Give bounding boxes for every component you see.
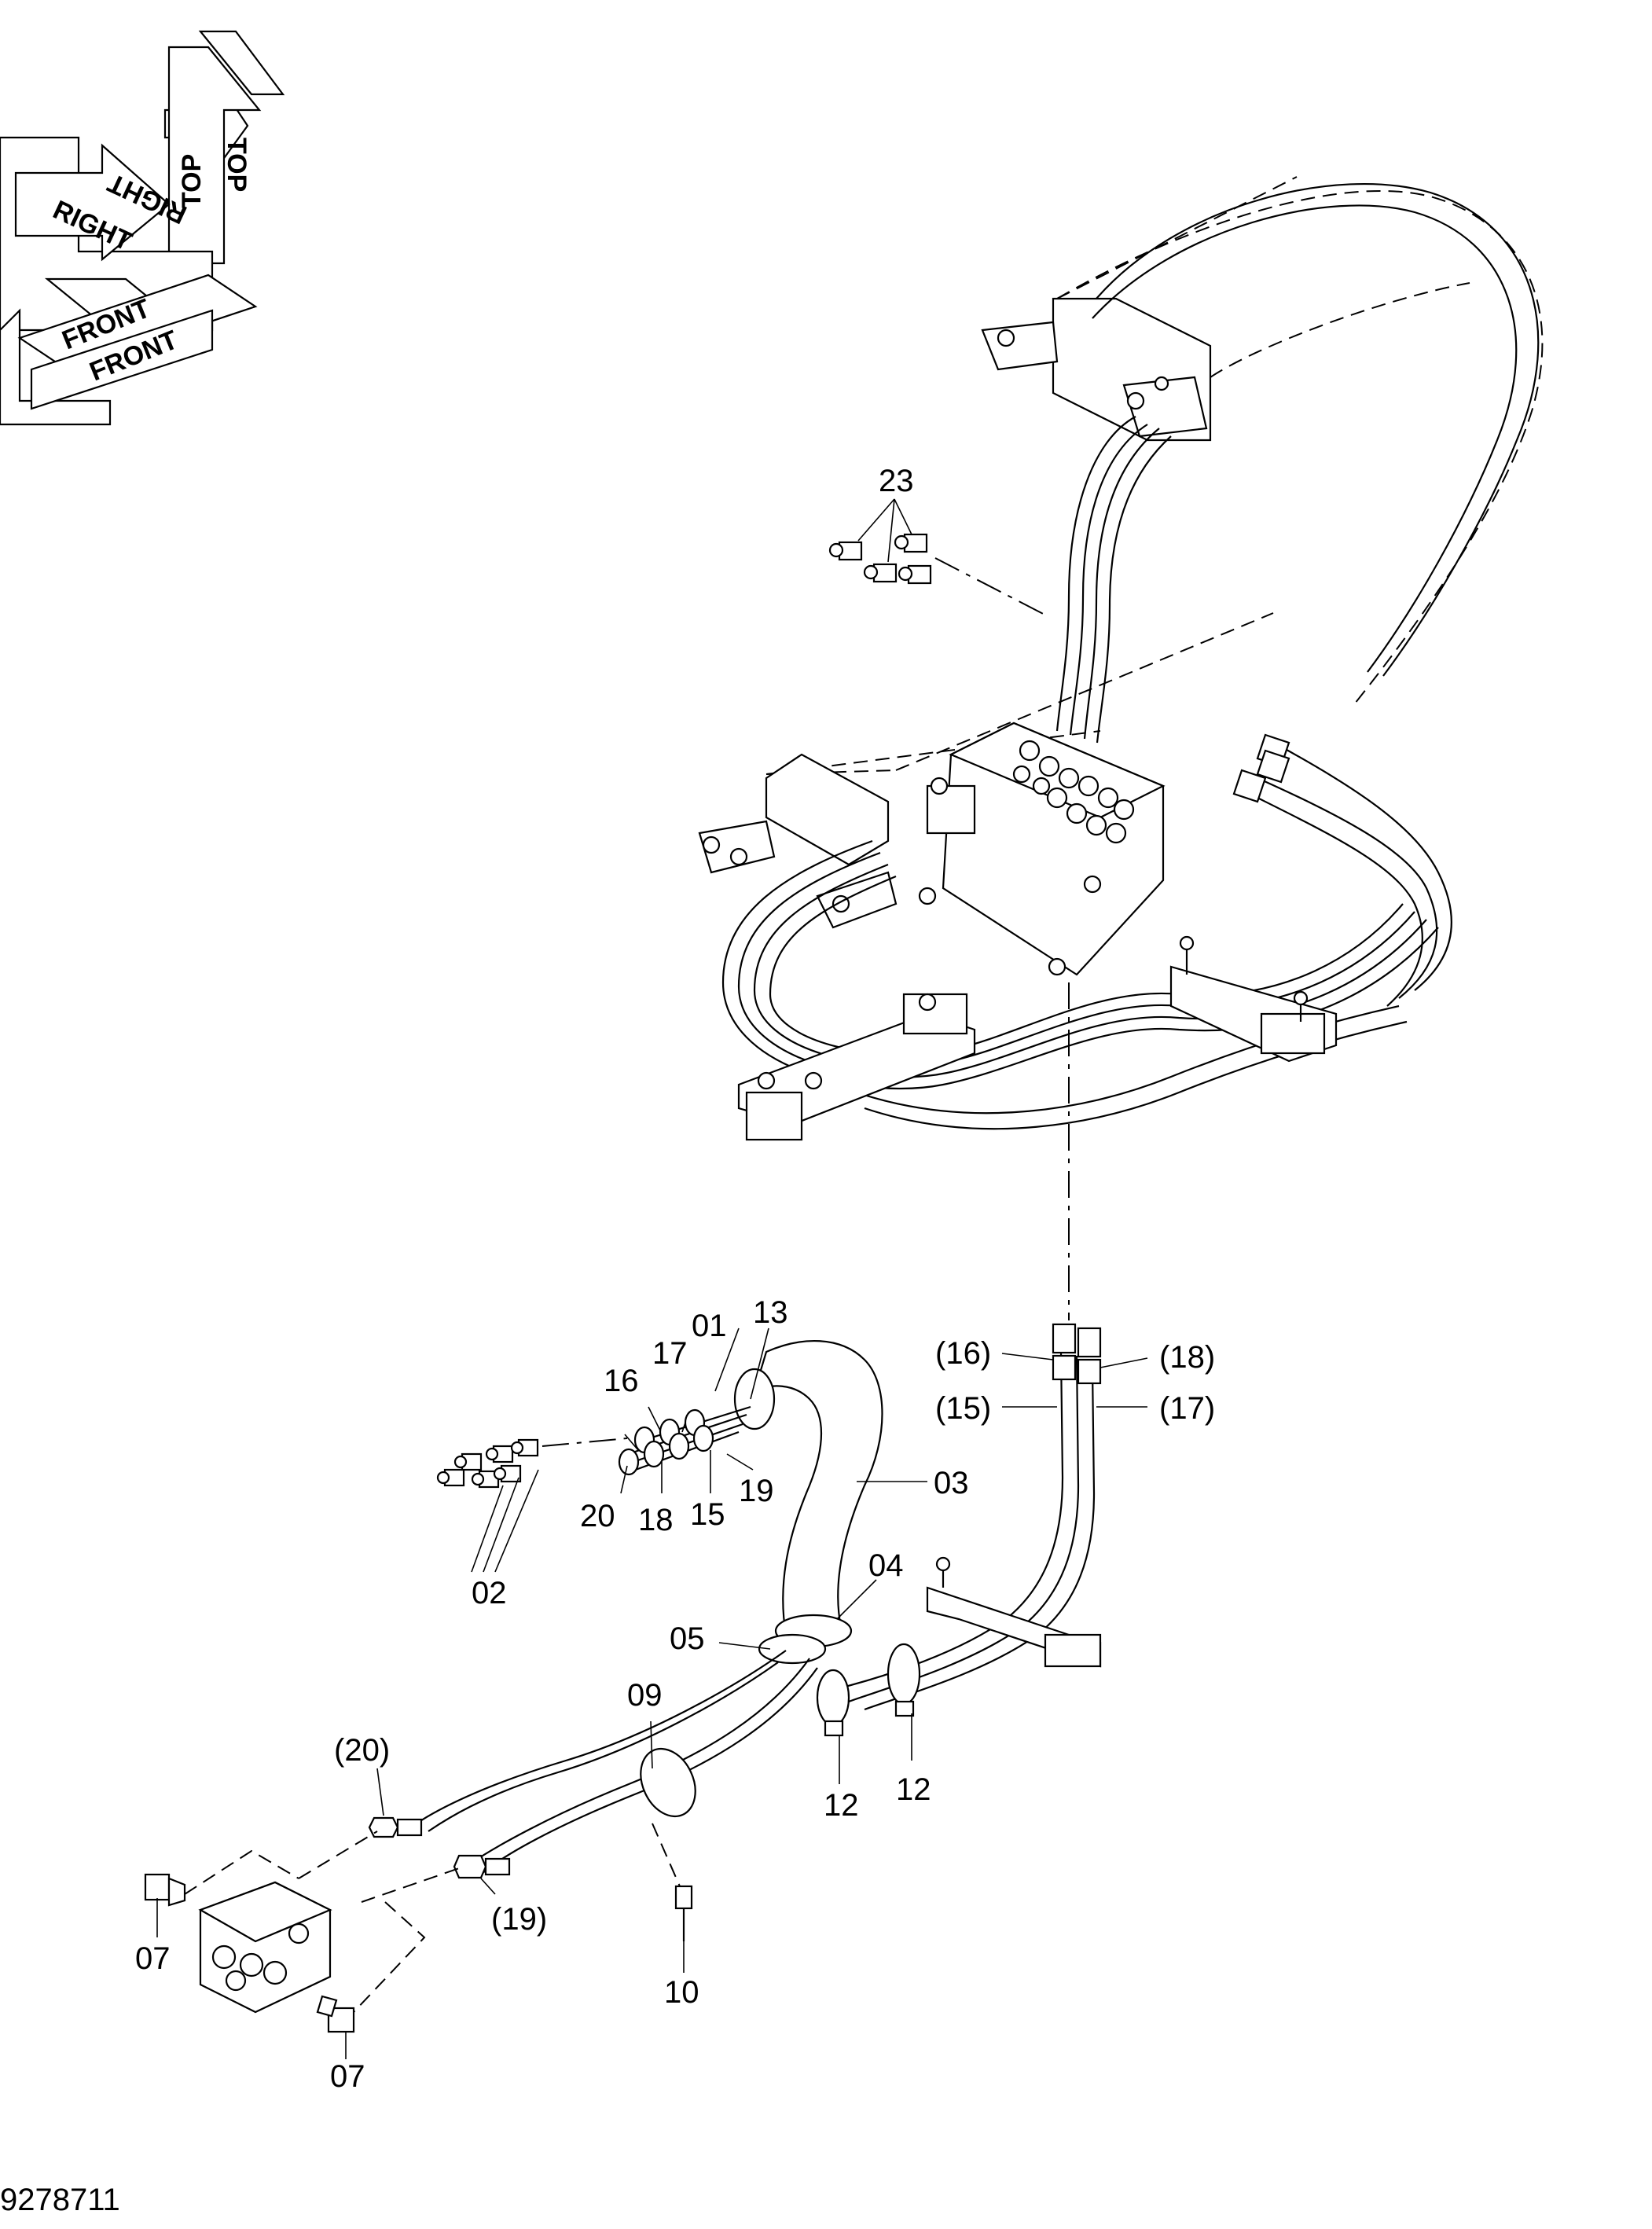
callout-07-left: 07 <box>135 1941 171 1976</box>
callout-02: 02 <box>472 1576 507 1610</box>
fitting-20 <box>368 1816 423 1838</box>
fittings-02 <box>436 1438 539 1489</box>
ref-16: (16) <box>935 1336 991 1371</box>
callout-04: 04 <box>868 1548 904 1583</box>
callout-12-left: 12 <box>824 1788 859 1823</box>
fitting-07-left <box>144 1873 186 1907</box>
callout-03: 03 <box>934 1466 969 1500</box>
ref-17: (17) <box>1159 1391 1215 1426</box>
callout-17: 17 <box>652 1336 688 1371</box>
fittings-23 <box>828 498 1050 618</box>
drawing-number: 9278711 <box>0 2183 120 2217</box>
callout-05: 05 <box>670 1621 705 1656</box>
callout-09: 09 <box>627 1678 663 1713</box>
clamp-12-b <box>887 1643 921 1706</box>
callout-01: 01 <box>692 1309 727 1343</box>
fitting-19 <box>453 1854 511 1879</box>
callout-13: 13 <box>753 1295 788 1330</box>
callout-20: 20 <box>580 1499 615 1533</box>
upper-assembly <box>698 176 1544 1141</box>
callout-15: 15 <box>690 1497 725 1532</box>
callout-23: 23 <box>879 464 914 498</box>
lower-assembly <box>144 1323 1102 2033</box>
callout-19: 19 <box>739 1474 774 1508</box>
ref-19: (19) <box>491 1902 547 1937</box>
callout-labels: 23 13 01 17 16 20 18 15 19 02 03 04 05 0… <box>135 464 1215 2094</box>
valve-fittings <box>1012 740 1135 844</box>
band-09 <box>640 1747 696 1818</box>
ref-20: (20) <box>334 1733 390 1768</box>
callout-18: 18 <box>638 1503 674 1537</box>
fitting-07-bottom <box>316 1995 355 2033</box>
hose-ends <box>618 1408 714 1476</box>
control-valve <box>198 1881 332 2014</box>
coupling-15-18 <box>1052 1323 1102 1385</box>
clamp-05 <box>758 1633 827 1665</box>
orientation-top-label: TOP <box>222 138 251 192</box>
clamp-12-a <box>816 1669 850 1727</box>
orientation-top-label-mirror: TOP <box>177 154 207 208</box>
chassis-outline <box>1056 190 1544 708</box>
ref-18: (18) <box>1159 1340 1215 1375</box>
callout-12-right: 12 <box>896 1772 931 1807</box>
callout-10: 10 <box>664 1975 699 2010</box>
callout-16: 16 <box>604 1364 639 1398</box>
callout-07-bottom: 07 <box>330 2059 365 2094</box>
leader-lines <box>156 1327 1148 2059</box>
bolt-10 <box>674 1885 693 1941</box>
ref-15: (15) <box>935 1391 991 1426</box>
orientation-indicator: TOP TOP RIGHT RIGHT FRONT FRONT <box>0 30 285 426</box>
